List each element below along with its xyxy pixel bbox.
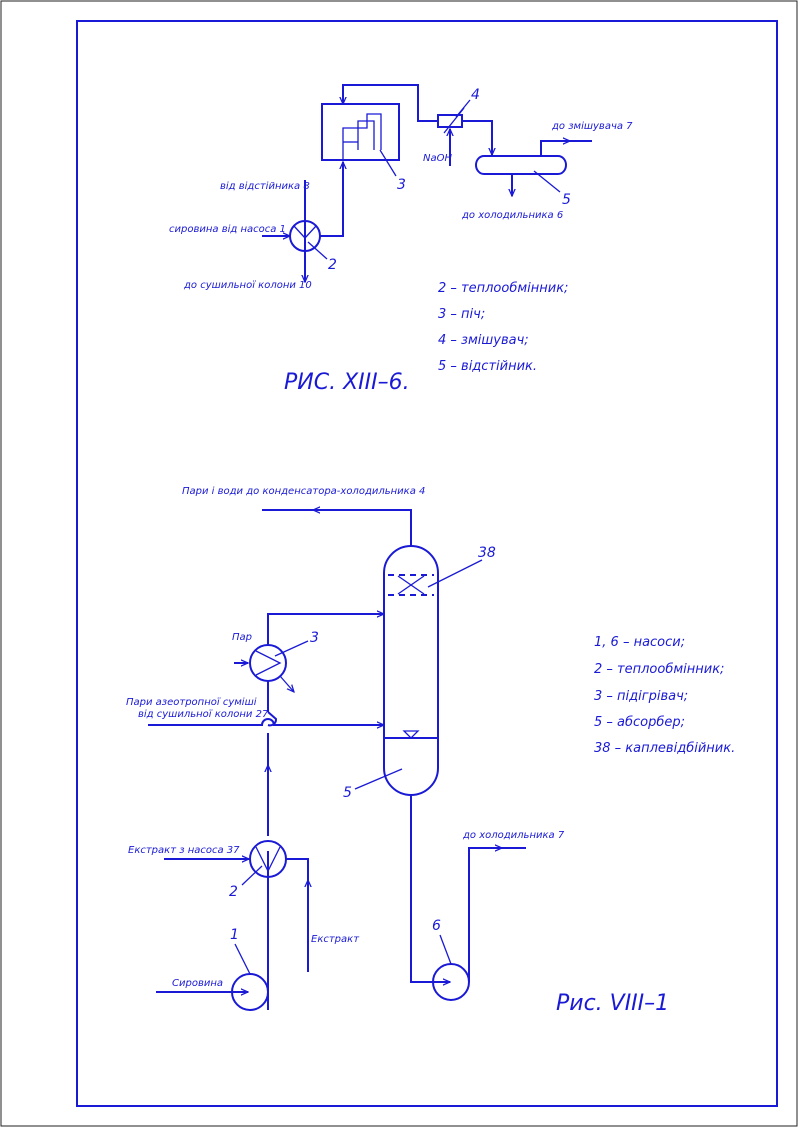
- num-2-top: 2: [328, 257, 337, 273]
- caption-top: РИС. XIII–6.: [284, 370, 410, 395]
- legend-top-item: 3 – піч;: [438, 307, 485, 322]
- line-azeotrope-feed: [148, 718, 384, 725]
- drawing-frame: [76, 20, 778, 1107]
- furnace-box: [321, 103, 400, 161]
- legend-bottom-item: 2 – теплообмінник;: [594, 662, 724, 677]
- label-naoh: NaOH: [423, 153, 452, 164]
- legend-bottom-item: 3 – підігрівач;: [594, 689, 688, 704]
- label-extract: Екстракт: [311, 934, 360, 945]
- legend-top-item: 4 – змішувач;: [438, 333, 529, 348]
- label-from-settler: від відстійника 8: [220, 180, 310, 192]
- legend-bottom: 1, 6 – насоси; 2 – теплообмінник; 3 – пі…: [594, 635, 735, 756]
- num-5-bottom: 5: [343, 785, 352, 801]
- line-vapors-out: [313, 510, 412, 546]
- leader-6: [439, 934, 452, 965]
- line-extract-out: [286, 858, 309, 972]
- exchanger-2-bottom-tube: [255, 846, 281, 873]
- line-to-cooler-7: [468, 848, 502, 982]
- label-extract-from-pump: Екстракт з насоса 37: [128, 845, 240, 856]
- leader-4: [455, 99, 471, 118]
- leader-5: [533, 170, 561, 193]
- num-3-bottom: 3: [310, 630, 319, 646]
- leader-2-bottom: [241, 865, 263, 886]
- num-38-bottom: 38: [478, 545, 496, 561]
- line-absorber-bottom: [410, 795, 448, 983]
- legend-top-item: 5 – відстійник.: [438, 359, 537, 374]
- legend-top: 2 – теплообмінник; 3 – піч; 4 – змішувач…: [438, 281, 568, 374]
- label-to-cooler-6: до холодильника 6: [461, 210, 563, 221]
- line-furnace-to-mixer: [343, 84, 438, 122]
- num-2-bottom: 2: [229, 884, 238, 900]
- leader-3-bottom: [274, 640, 309, 657]
- line-mixer-to-settler: [462, 120, 492, 155]
- label-to-drying-column: до сушильної колони 10: [183, 280, 312, 291]
- num-5-top: 5: [562, 192, 571, 208]
- leader-1: [234, 943, 251, 975]
- leader-38: [427, 559, 483, 588]
- num-1-bottom: 1: [230, 927, 239, 943]
- legend-bottom-item: 1, 6 – насоси;: [594, 635, 685, 650]
- settler-5: [475, 155, 567, 175]
- leader-5-bottom: [354, 768, 403, 790]
- num-3-top: 3: [397, 177, 406, 193]
- label-raw: Сировина: [172, 978, 223, 989]
- num-6-bottom: 6: [432, 918, 441, 934]
- line-steam-out: [279, 675, 294, 692]
- line-to-furnace: [320, 162, 343, 237]
- leader-2: [307, 241, 328, 260]
- label-steam: Пар: [232, 632, 252, 643]
- demister-38: [388, 574, 434, 596]
- furnace-coil-inner: [357, 120, 375, 150]
- fig-top-scheme: [262, 84, 592, 282]
- leader-3: [379, 149, 397, 177]
- heater-3-tube: [255, 650, 282, 676]
- label-azeotrope-2: від сушильної колони 27: [138, 708, 269, 720]
- absorber-5: [383, 545, 439, 796]
- legend-top-item: 2 – теплообмінник;: [438, 281, 568, 296]
- level-mark: [402, 730, 420, 739]
- label-azeotrope-1: Пари азеотропної суміші: [126, 696, 257, 708]
- line-to-absorber-top: [267, 614, 384, 645]
- num-4-top: 4: [471, 87, 480, 103]
- legend-bottom-item: 38 – каплевідбійник.: [594, 741, 735, 756]
- label-to-mixer-7: до змішувача 7: [551, 120, 633, 132]
- label-vapors-top: Пари і води до конденсатора-холодильника…: [182, 485, 425, 497]
- line-to-mixer-7: [540, 141, 570, 156]
- fig-bottom-scheme: [148, 510, 526, 1011]
- legend-bottom-item: 5 – абсорбер;: [594, 715, 685, 730]
- label-raw-from-pump: сировина від насоса 1: [169, 223, 286, 235]
- label-to-cooler-7: до холодильника 7: [462, 830, 565, 841]
- caption-bottom: Рис. VIII–1: [556, 991, 669, 1016]
